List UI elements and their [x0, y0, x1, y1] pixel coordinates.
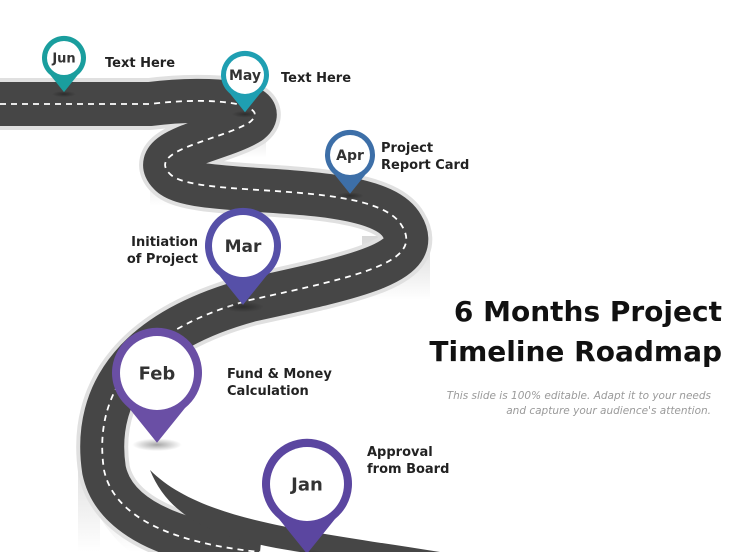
pin-shadow — [132, 438, 182, 452]
pin-shadow — [231, 110, 259, 118]
road-lane-marking — [0, 100, 408, 552]
road-surface — [150, 470, 440, 552]
pin-month-label: May — [229, 68, 261, 84]
pin-face — [226, 56, 264, 94]
pin-face — [270, 447, 344, 521]
subtitle-line-1: This slide is 100% editable. Adapt it to… — [446, 390, 711, 402]
subtitle-line-2: and capture your audience's attention. — [506, 405, 711, 417]
pin-face — [120, 336, 194, 410]
milestone-label-jan: Approval from Board — [367, 445, 450, 477]
pin-month-label: Jan — [289, 474, 323, 495]
milestone-label-apr: Project Report Card — [381, 141, 470, 173]
milestone-label-jun: Text Here — [105, 56, 176, 71]
pin-shadow — [336, 192, 364, 200]
pin-month-label: Apr — [336, 148, 364, 164]
milestone-label-mar: Initiation of Project — [126, 235, 198, 267]
milestone-label-feb: Fund & Money Calculation — [227, 367, 332, 399]
page-subtitle: This slide is 100% editable. Adapt it to… — [400, 389, 711, 419]
milestone-pin-mar: Mar — [204, 207, 282, 313]
pin-month-label: Feb — [139, 363, 176, 384]
title-line-1: 6 Months Project — [453, 295, 722, 328]
title-line-2: Timeline Roadmap — [429, 335, 722, 368]
pin-shadow — [51, 91, 77, 98]
page-title: 6 Months Project Timeline Roadmap — [380, 292, 722, 372]
pin-face — [47, 41, 81, 75]
pin-face — [330, 135, 370, 175]
milestone-pin-may: May — [221, 50, 269, 118]
road — [0, 74, 440, 552]
pin-month-label: Jun — [51, 52, 75, 67]
pin-face — [212, 215, 274, 277]
milestone-pin-apr: Apr — [325, 129, 375, 200]
pin-month-label: Mar — [225, 237, 262, 257]
milestone-label-may: Text Here — [281, 71, 352, 86]
milestone-pin-feb: Feb — [111, 327, 202, 452]
pin-shadow — [222, 301, 264, 313]
milestone-pin-jan: Jan — [262, 438, 352, 552]
milestone-pin-jun: Jun — [42, 35, 86, 98]
